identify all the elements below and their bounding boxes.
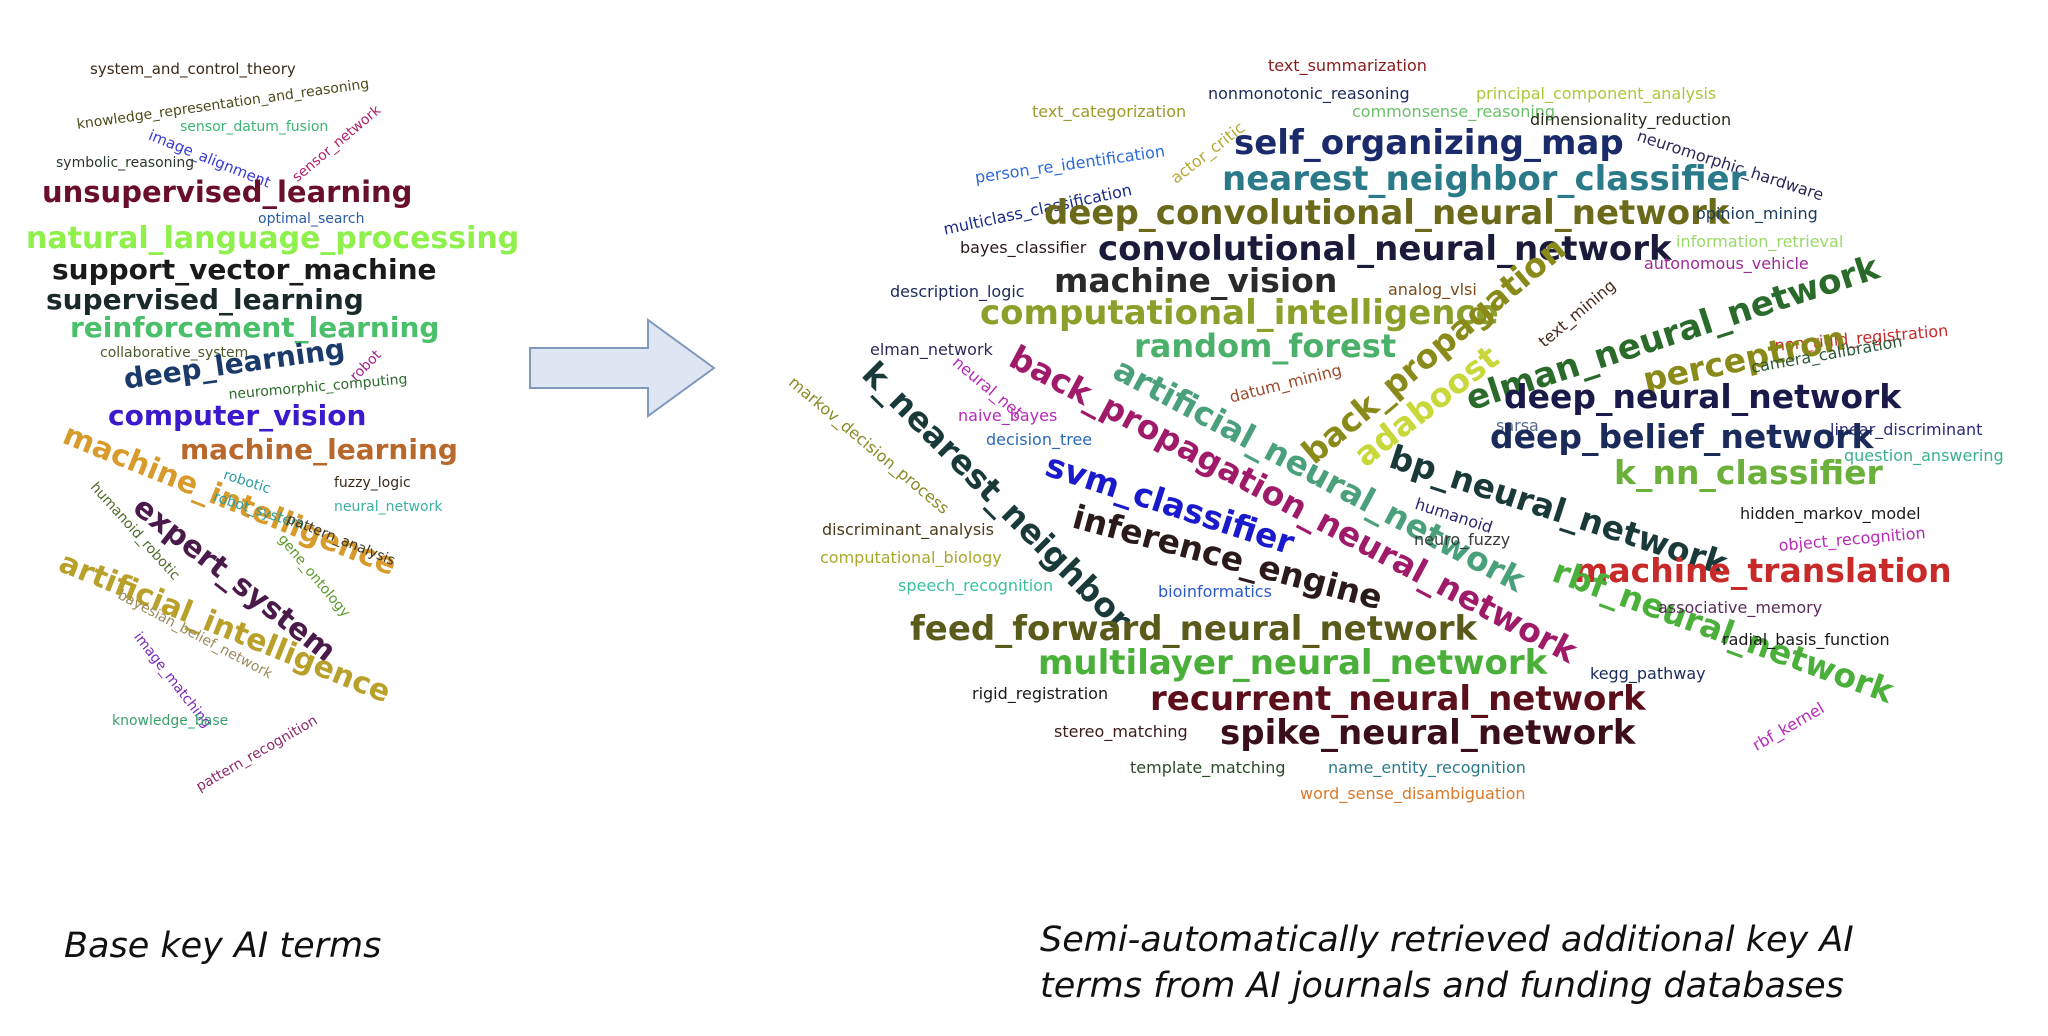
cloud-word: symbolic_reasoning — [56, 155, 195, 171]
cloud-word: sensor_datum_fusion — [180, 119, 329, 135]
cloud-word: deep_belief_network — [1490, 417, 1874, 456]
cloud-word: deep_neural_network — [1504, 377, 1902, 416]
cloud-word: recurrent_neural_network — [1150, 679, 1646, 719]
cloud-word: optimal_search — [258, 211, 365, 227]
cloud-word: random_forest — [1134, 327, 1397, 365]
cloud-word: computer_vision — [108, 399, 367, 432]
cloud-word: commonsense_reasoning — [1352, 102, 1556, 121]
cloud-word: bioinformatics — [1158, 582, 1272, 601]
cloud-word: nonmonotonic_reasoning — [1208, 84, 1410, 103]
cloud-word: natural_language_processing — [26, 221, 520, 256]
cloud-word: naive_bayes — [958, 406, 1058, 425]
cloud-word: deep_convolutional_neural_network — [1044, 193, 1730, 233]
cloud-word: datum_mining — [1227, 360, 1344, 407]
word-cloud-retrieved-terms: text_summarization nonmonotonic_reasonin… — [760, 0, 2048, 820]
cloud-word: text_categorization — [1032, 102, 1187, 121]
cloud-word: reinforcement_learning — [70, 311, 440, 344]
cloud-word: support_vector_machine — [52, 253, 437, 286]
cloud-word: supervised_learning — [46, 283, 364, 316]
cloud-word: word_sense_disambiguation — [1300, 784, 1526, 803]
cloud-word: self_organizing_map — [1234, 123, 1624, 163]
cloud-word: neuro_fuzzy — [1414, 530, 1511, 549]
cloud-word: associative_memory — [1658, 598, 1823, 617]
cloud-word: feed_forward_neural_network — [910, 609, 1478, 649]
cloud-word: fuzzy_logic — [334, 475, 411, 491]
cloud-word: radial_basis_function — [1722, 630, 1890, 649]
word-cloud-base-terms: system_and_control_theory knowledge_repr… — [0, 0, 519, 800]
cloud-word: linear_discriminant — [1830, 420, 1983, 439]
caption-base-terms: Base key AI terms — [64, 926, 382, 966]
cloud-word: kegg_pathway — [1590, 664, 1706, 683]
cloud-word: person_re_identification — [973, 141, 1167, 187]
cloud-word: question_answering — [1844, 446, 2004, 465]
cloud-word: principal_component_analysis — [1476, 84, 1717, 103]
cloud-word: nearest_neighbor_classifier — [1222, 159, 1747, 199]
cloud-word: discriminant_analysis — [822, 520, 994, 539]
cloud-word: template_matching — [1130, 758, 1286, 777]
cloud-word: collaborative_system — [100, 345, 249, 361]
cloud-word: analog_vlsi — [1388, 280, 1477, 299]
cloud-word: opinion_mining — [1696, 204, 1818, 223]
cloud-word: spike_neural_network — [1220, 713, 1636, 753]
cloud-word: name_entity_recognition — [1328, 758, 1526, 777]
cloud-word: machine_vision — [1054, 261, 1338, 300]
cloud-word: unsupervised_learning — [42, 175, 413, 209]
cloud-word: computational_intelligence — [980, 293, 1499, 333]
caption-retrieved-terms: Semi-automatically retrieved additional … — [1040, 920, 1854, 1006]
right-arrow-icon — [529, 318, 716, 418]
cloud-word: stereo_matching — [1054, 722, 1188, 741]
cloud-word: decision_tree — [986, 430, 1093, 449]
cloud-word: text_summarization — [1268, 56, 1427, 75]
cloud-word: autonomous_vehicle — [1644, 254, 1809, 273]
cloud-word: hidden_markov_model — [1740, 504, 1921, 523]
cloud-word: machine_translation — [1574, 551, 1952, 590]
cloud-word: information_retrieval — [1676, 232, 1844, 251]
cloud-word: convolutional_neural_network — [1098, 229, 1672, 269]
cloud-word: system_and_control_theory — [90, 60, 296, 78]
cloud-word: computational_biology — [820, 548, 1002, 567]
cloud-word: rbf_kernel — [1749, 698, 1828, 755]
cloud-word: speech_recognition — [898, 576, 1054, 595]
cloud-word: sarsa — [1496, 416, 1539, 435]
cloud-word: rigid_registration — [972, 684, 1109, 703]
cloud-word: multilayer_neural_network — [1038, 643, 1548, 683]
cloud-word: machine_learning — [180, 433, 458, 466]
cloud-word: knowledge_base — [112, 713, 229, 729]
cloud-word: dimensionality_reduction — [1530, 110, 1732, 129]
cloud-word: elman_network — [870, 340, 993, 359]
cloud-word: neural_network — [334, 499, 443, 515]
cloud-word: sensor_network — [289, 102, 385, 186]
cloud-word: bayes_classifier — [960, 238, 1087, 257]
cloud-word: k_nn_classifier — [1614, 453, 1883, 492]
cloud-word: description_logic — [890, 282, 1025, 301]
cloud-word: object_recognition — [1777, 523, 1927, 555]
